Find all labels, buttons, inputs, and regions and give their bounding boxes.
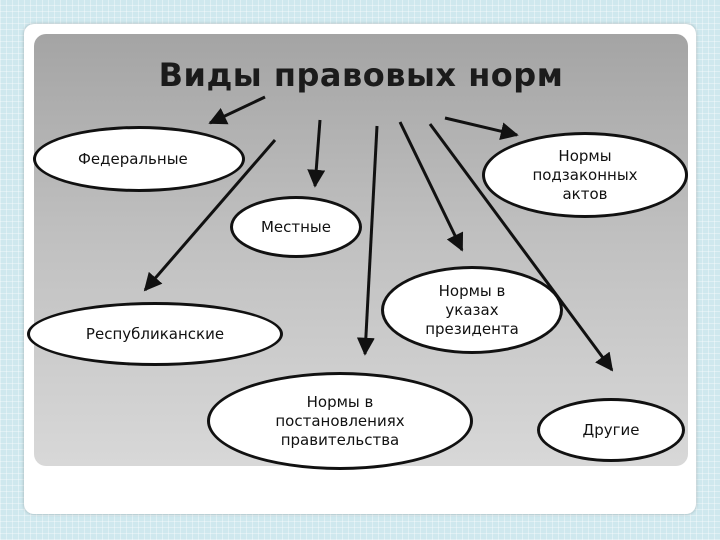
node-federal-label: Федеральные	[78, 149, 188, 168]
arrow-to-local	[307, 119, 326, 188]
arrow-to-decrees	[398, 121, 464, 252]
node-republican-label: Республиканские	[85, 324, 225, 343]
node-bylaws-label: Нормы подзаконных актов	[532, 146, 638, 203]
node-federal: Федеральные	[33, 126, 245, 192]
node-bylaws: Нормы подзаконных актов	[482, 132, 688, 218]
node-local: Местные	[230, 196, 362, 258]
node-other-label: Другие	[582, 420, 640, 439]
node-decrees: Нормы в указах президента	[381, 266, 563, 354]
node-resolutions-label: Нормы в постановлениях правительства	[275, 392, 405, 449]
arrow-to-bylaws	[444, 116, 519, 141]
arrow-to-other	[428, 123, 614, 372]
node-resolutions: Нормы в постановлениях правительства	[207, 372, 473, 470]
node-local-label: Местные	[260, 217, 332, 236]
arrow-to-republican	[143, 139, 277, 292]
arrow-to-resolutions	[356, 125, 379, 356]
arrow-to-federal	[208, 95, 266, 125]
diagram-title: Виды правовых норм	[158, 56, 564, 94]
node-decrees-label: Нормы в указах президента	[425, 281, 519, 338]
node-other: Другие	[537, 398, 685, 462]
node-republican: Республиканские	[27, 302, 283, 366]
